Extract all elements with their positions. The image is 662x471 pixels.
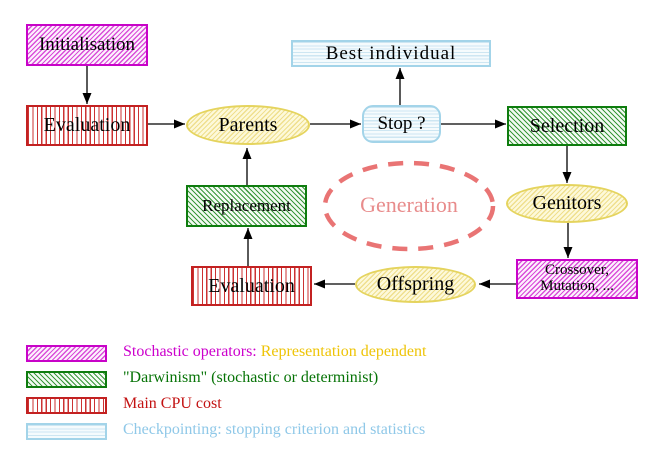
node-selection-label: Selection bbox=[529, 114, 605, 137]
node-generation-label: Generation bbox=[360, 192, 458, 217]
node-crossover-mutation: Crossover, Mutation, ... bbox=[516, 259, 638, 299]
legend-stochastic-operators-label: Stochastic operators: bbox=[123, 343, 257, 360]
node-parents-label: Parents bbox=[218, 113, 278, 136]
node-evaluation-bottom: Evaluation bbox=[191, 266, 312, 306]
node-genitors: Genitors bbox=[506, 184, 628, 223]
node-evaluation-bottom-label: Evaluation bbox=[208, 274, 295, 297]
node-selection: Selection bbox=[507, 106, 627, 146]
node-initialisation-label: Initialisation bbox=[38, 34, 136, 56]
legend-darwinism-label: "Darwinism" (stochastic or determinist) bbox=[123, 369, 379, 386]
node-stop-label: Stop ? bbox=[377, 113, 426, 135]
node-crossover-label-line2: Mutation, ... bbox=[540, 278, 614, 294]
node-best-individual-label: Best individual bbox=[325, 42, 457, 64]
node-crossover-label-line1: Crossover, bbox=[545, 262, 609, 279]
node-replacement: Replacement bbox=[186, 185, 307, 227]
node-best-individual: Best individual bbox=[291, 40, 491, 67]
legend-swatch-cyan bbox=[26, 423, 107, 440]
node-stop: Stop ? bbox=[362, 105, 441, 143]
legend-main-cpu-cost-label: Main CPU cost bbox=[123, 395, 222, 412]
legend-checkpointing-label: Checkpointing: stopping criterion and st… bbox=[123, 421, 426, 438]
legend-swatch-magenta bbox=[26, 345, 107, 362]
legend-swatch-red bbox=[26, 397, 107, 414]
node-offspring-label: Offspring bbox=[376, 273, 455, 295]
node-parents: Parents bbox=[186, 105, 310, 145]
legend-representation-dependent-label: Representation dependent bbox=[260, 343, 427, 360]
node-evaluation-top-label: Evaluation bbox=[43, 114, 131, 136]
node-genitors-label: Genitors bbox=[532, 192, 602, 214]
arrows bbox=[82, 66, 573, 289]
node-offspring: Offspring bbox=[355, 266, 476, 303]
node-evaluation-top: Evaluation bbox=[26, 105, 148, 146]
legend-swatch-green bbox=[26, 371, 107, 388]
node-replacement-label: Replacement bbox=[202, 196, 291, 216]
node-initialisation: Initialisation bbox=[26, 24, 148, 66]
